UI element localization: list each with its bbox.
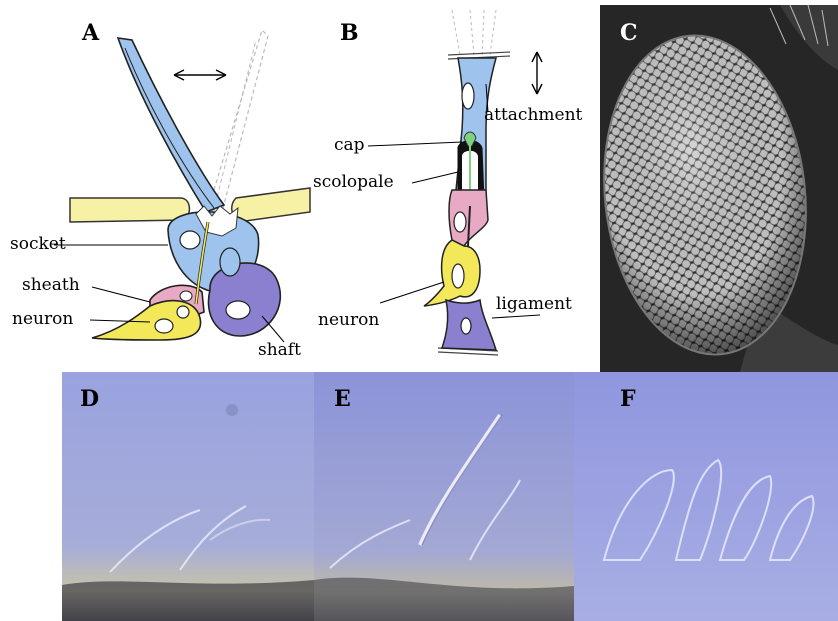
label-neuron-a: neuron bbox=[12, 309, 73, 329]
panel-f-photo bbox=[574, 372, 838, 621]
panel-label-c: C bbox=[620, 20, 638, 46]
panel-label-b: B bbox=[340, 20, 359, 46]
panel-label-a: A bbox=[82, 20, 99, 46]
panel-d-photo bbox=[62, 372, 314, 621]
panel-label-f: F bbox=[620, 386, 636, 412]
double-arrow-vertical-icon bbox=[532, 52, 542, 94]
bristle-shaft bbox=[118, 38, 224, 212]
label-socket: socket bbox=[10, 234, 66, 254]
cuticle-band bbox=[70, 198, 189, 222]
panel-label-d: D bbox=[80, 386, 99, 412]
label-ligament: ligament bbox=[496, 294, 572, 314]
label-attachment: attachment bbox=[484, 105, 582, 125]
panel-e-photo bbox=[314, 372, 574, 621]
label-shaft: shaft bbox=[258, 340, 301, 360]
panel-c-eye-photo bbox=[589, 5, 838, 372]
panel-a-diagram bbox=[54, 30, 310, 342]
label-neuron-b: neuron bbox=[318, 310, 379, 330]
label-scolopale: scolopale bbox=[313, 172, 394, 192]
deflected-bristle-outline bbox=[208, 30, 268, 212]
double-arrow-horizontal-icon bbox=[174, 70, 226, 80]
label-sheath: sheath bbox=[22, 275, 80, 295]
label-cap: cap bbox=[334, 135, 365, 155]
panel-label-e: E bbox=[334, 386, 351, 412]
